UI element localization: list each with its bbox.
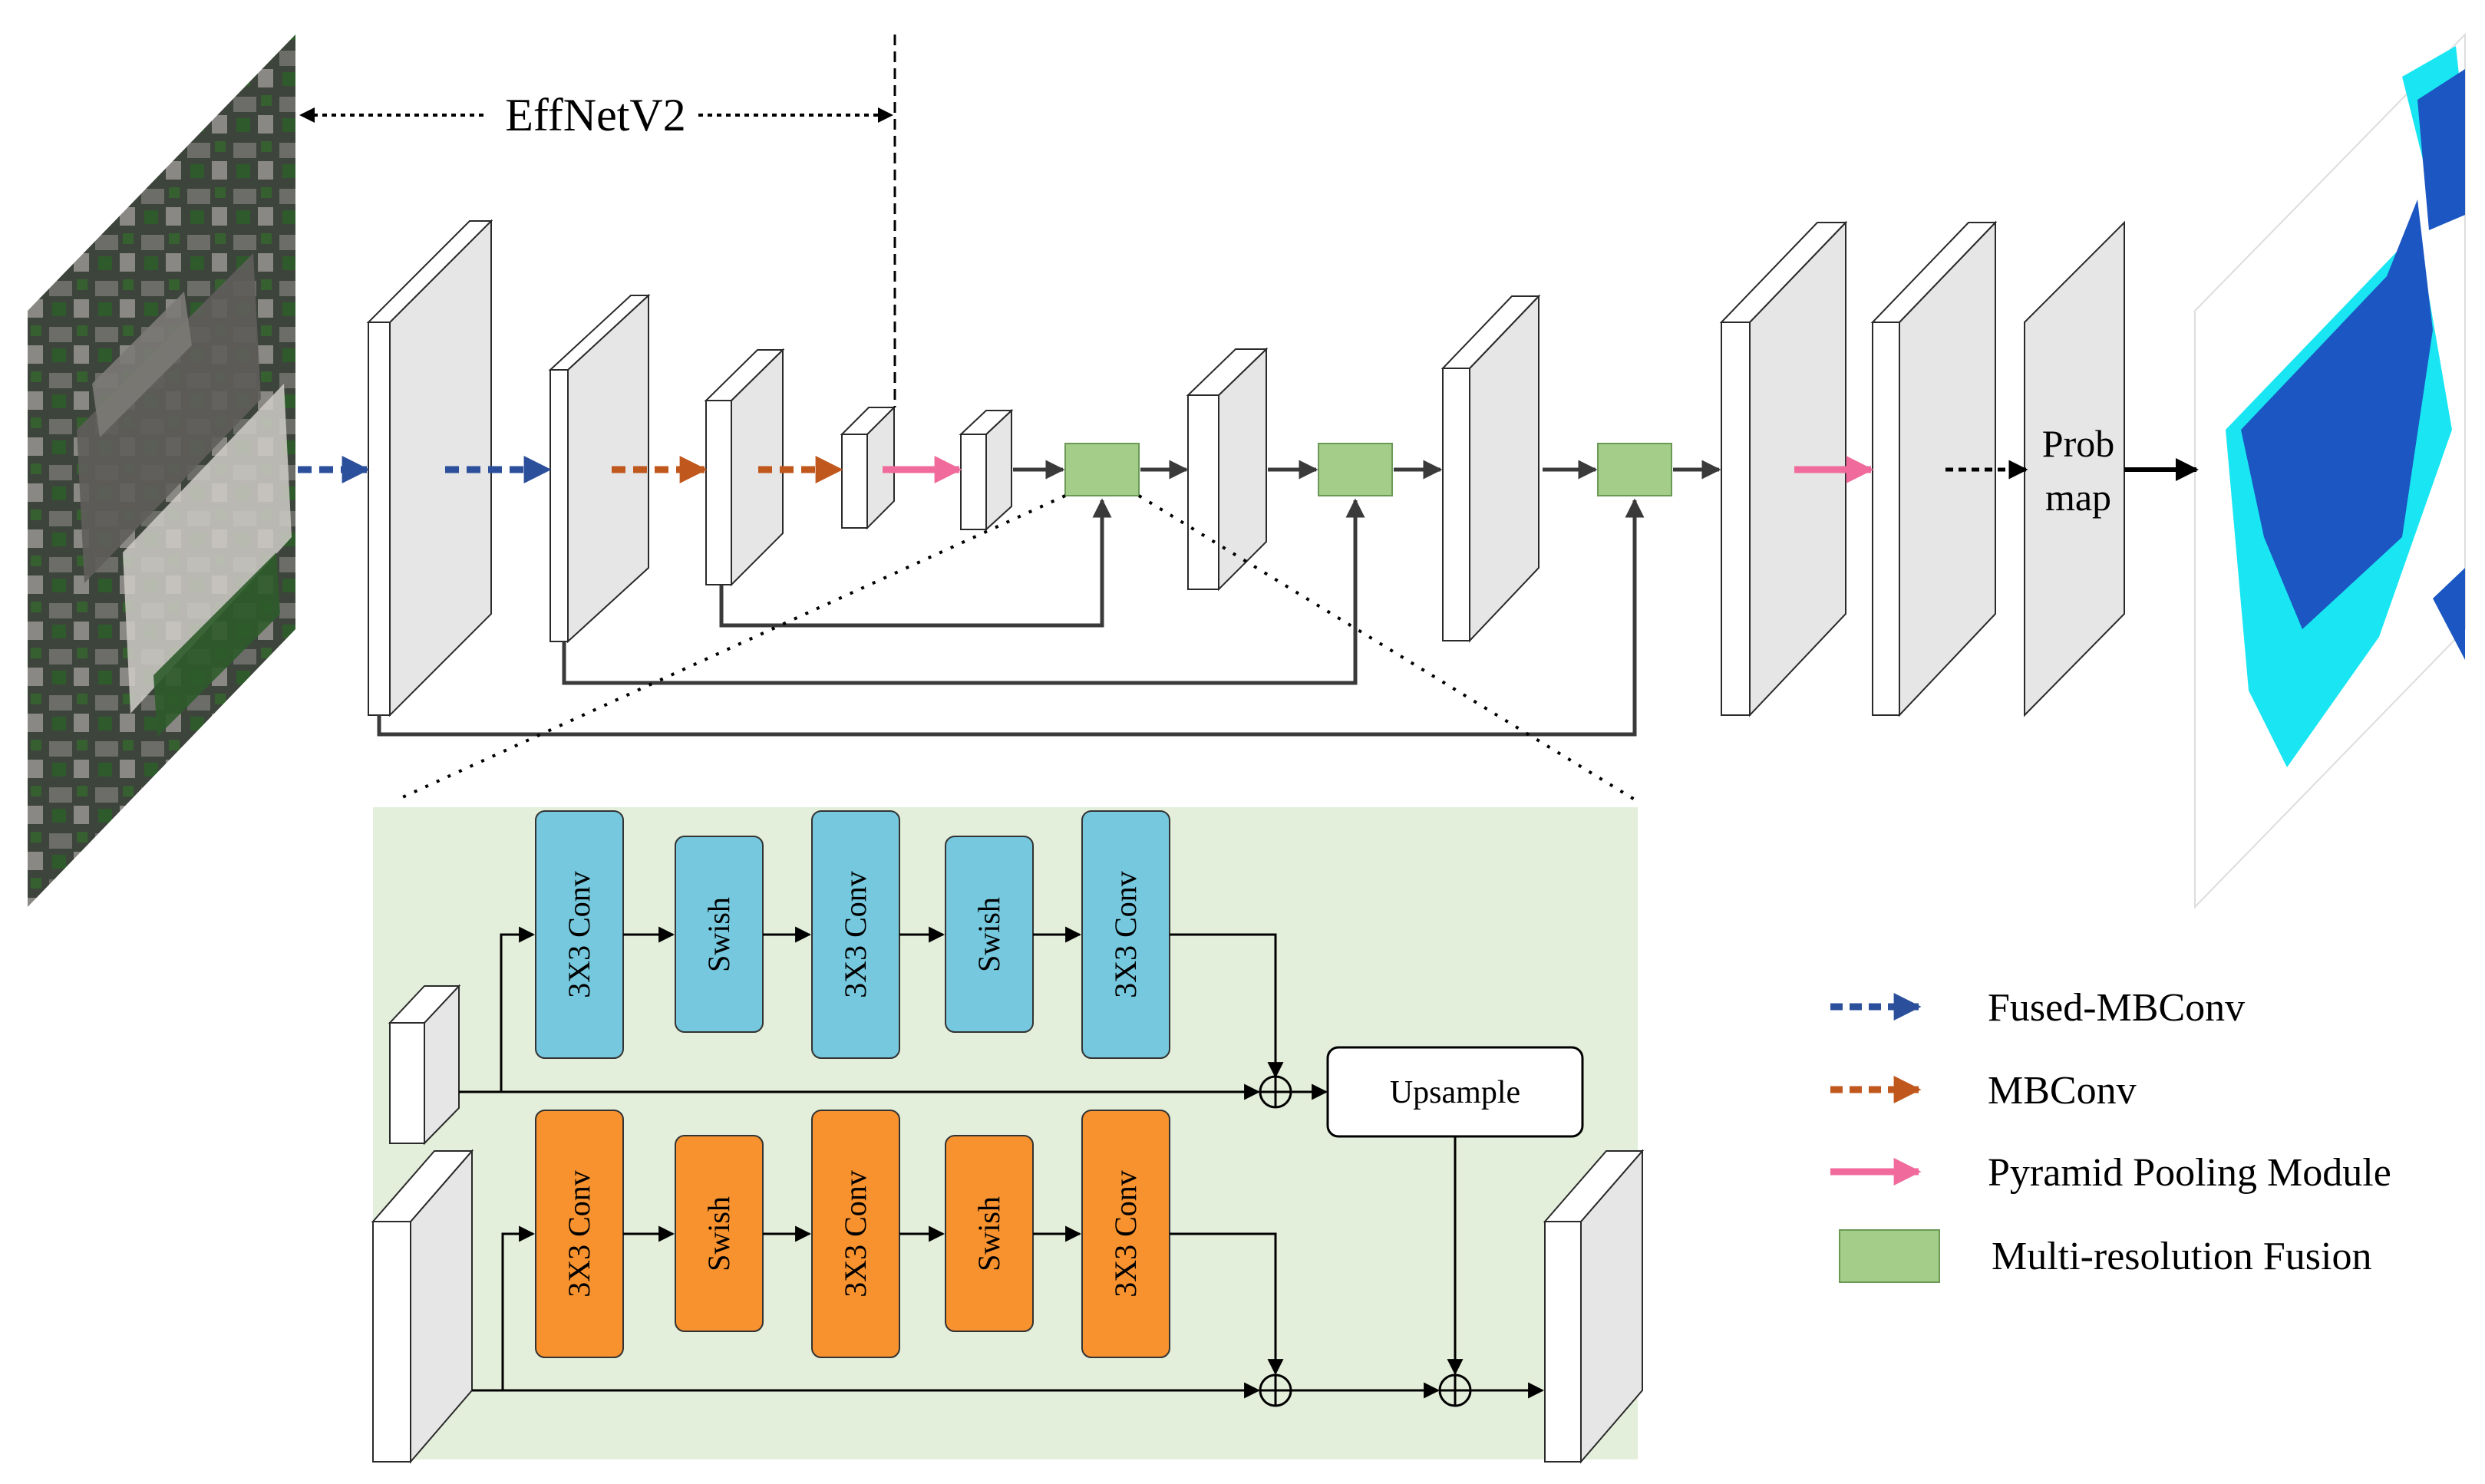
- legend-fusion-label: Multi-resolution Fusion: [1992, 1235, 2371, 1278]
- detail-low-res-input: [388, 984, 461, 1146]
- legend-mbconv-label: MBConv: [1988, 1069, 2137, 1113]
- conv-label-bottom-1: 3X3 Conv: [562, 1170, 596, 1298]
- block-e4: [840, 405, 896, 530]
- legend-ppm-label: Pyramid Pooling Module: [1988, 1151, 2391, 1195]
- segmentation-map: [2194, 32, 2466, 909]
- swish-label-top-1: Swish: [701, 897, 736, 972]
- fusion-box-1: [1064, 443, 1140, 496]
- aerial-image: [28, 35, 295, 907]
- fusion-box-2: [1318, 443, 1393, 496]
- upsample-label: Upsample: [1390, 1075, 1520, 1110]
- legend-fusion-swatch: [1839, 1229, 1940, 1283]
- block-e3: [704, 348, 785, 587]
- conv-label-top-2: 3X3 Conv: [838, 871, 873, 998]
- block-e1: [366, 219, 493, 717]
- skip-connection-1: [719, 498, 1112, 628]
- detail-bottom-branch-entry: [501, 1225, 536, 1390]
- swish-label-bottom-1: Swish: [701, 1196, 736, 1271]
- skip-connection-3: [377, 498, 1645, 737]
- block-d2: [1441, 294, 1541, 643]
- conv-label-top-3: 3X3 Conv: [1108, 871, 1143, 998]
- block-e2: [548, 293, 651, 644]
- swish-label-bottom-2: Swish: [972, 1196, 1006, 1271]
- legend: Fused-MBConv MBConv Pyramid Pooling Modu…: [1830, 986, 2391, 1283]
- block-e5: [959, 408, 1014, 532]
- fusion-box-3: [1597, 443, 1672, 496]
- effnet-label: EffNetV2: [505, 90, 686, 140]
- detail-high-res-input: [371, 1149, 474, 1464]
- swish-label-top-2: Swish: [972, 897, 1006, 972]
- legend-fused-mbconv-label: Fused-MBConv: [1988, 986, 2245, 1030]
- prob-map-label-line1: Prob: [2042, 422, 2114, 465]
- detail-top-branch-entry: [500, 926, 536, 1092]
- block-d1: [1186, 347, 1269, 592]
- conv-label-bottom-2: 3X3 Conv: [838, 1170, 873, 1298]
- detail-bottom-to-sum: [1170, 1232, 1284, 1376]
- zoom-line-right: [1137, 494, 1636, 801]
- sum-icon: [1259, 1374, 1292, 1407]
- detail-output-block: [1543, 1149, 1645, 1464]
- sum-icon: [1438, 1374, 1472, 1407]
- skip-connection-2: [562, 498, 1365, 685]
- conv-label-top-1: 3X3 Conv: [562, 871, 596, 998]
- sum-icon: [1259, 1075, 1292, 1109]
- prob-map-label-line2: map: [2045, 476, 2111, 519]
- conv-label-bottom-3: 3X3 Conv: [1108, 1170, 1143, 1298]
- prob-map-block: [2024, 220, 2125, 717]
- detail-top-to-sum: [1170, 933, 1284, 1079]
